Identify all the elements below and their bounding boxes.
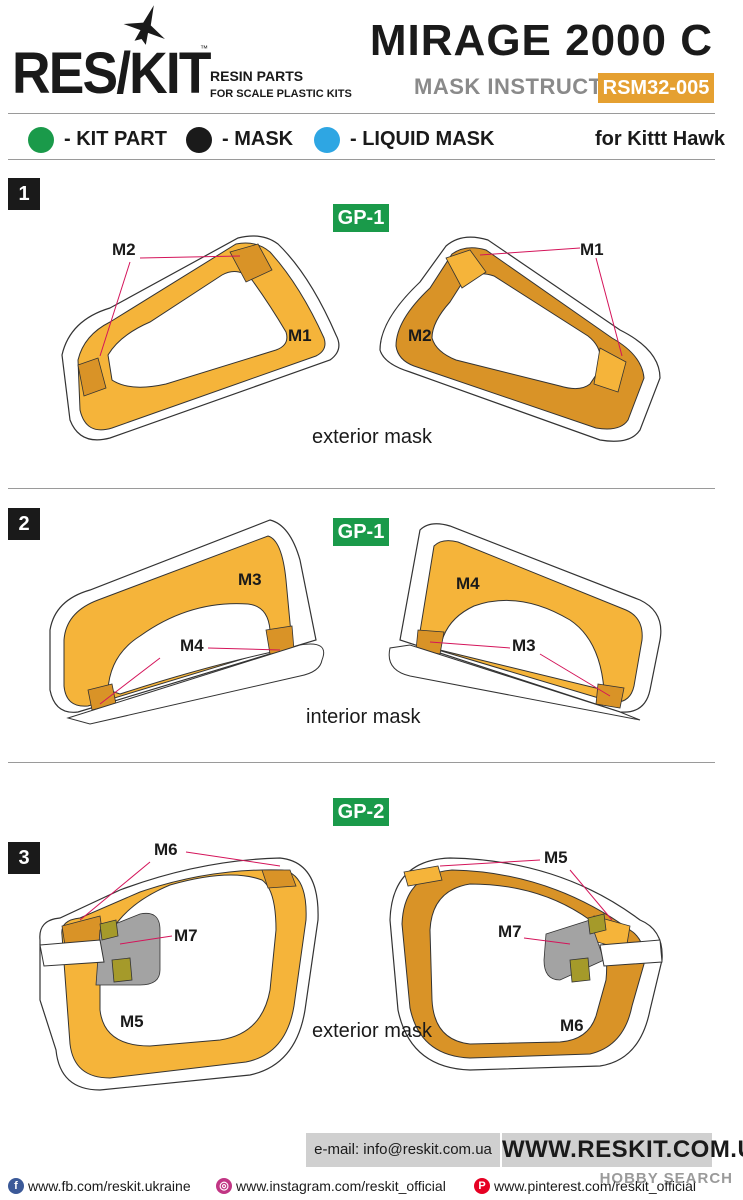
step-3-left-label-m6: M6 <box>154 840 178 859</box>
kit-manufacturer: for Kittt Hawk <box>595 128 725 150</box>
mask-legend-dot <box>186 127 212 153</box>
tagline-resin-parts: RESIN PARTS <box>210 68 304 84</box>
trademark-mark: ™ <box>200 44 208 53</box>
step-1-left-label-m1: M1 <box>288 326 312 345</box>
step-1-left-label-m2: M2 <box>112 240 136 259</box>
step-2-caption: interior mask <box>306 706 421 728</box>
step-2-left-label-m3: M3 <box>238 570 262 589</box>
step-2-left-label-m4: M4 <box>180 636 204 655</box>
pinterest-icon: P <box>474 1178 490 1194</box>
reskit-logo: RES/KIT ™ <box>12 5 211 108</box>
facebook-icon: f <box>8 1178 24 1194</box>
step1-left-canopy <box>61 235 340 441</box>
footer-instagram-link[interactable]: www.instagram.com/reskit_official <box>236 1178 446 1194</box>
divider-step-2 <box>8 762 715 763</box>
legend-mask: - MASK <box>222 128 294 150</box>
footer-pinterest-link[interactable]: www.pinterest.com/reskit_official <box>494 1178 697 1194</box>
watermark: HOBBY SEARCH <box>599 1170 733 1187</box>
step-3-right-label-m5: M5 <box>544 848 568 867</box>
legend-liquid-mask: - LIQUID MASK <box>350 128 495 150</box>
page-title: MIRAGE 2000 C <box>369 16 713 65</box>
liquid-mask-legend-dot <box>314 127 340 153</box>
jet-silhouette-icon <box>123 5 165 45</box>
step-3-part-badge: GP-2 <box>333 798 389 826</box>
legend-kit-part: - KIT PART <box>64 128 167 150</box>
step-2-part-badge: GP-1 <box>333 518 389 546</box>
step2-right-canopy <box>388 523 662 721</box>
step-1-right-label-m1: M1 <box>580 240 604 259</box>
step-1-number: 1 <box>8 178 40 210</box>
step-2-right-label-m3: M3 <box>512 636 536 655</box>
step-2-number: 2 <box>8 508 40 540</box>
footer-facebook-link[interactable]: www.fb.com/reskit.ukraine <box>28 1178 191 1194</box>
tagline-scale-kits: FOR SCALE PLASTIC KITS <box>210 88 352 100</box>
kit-part-legend-dot <box>28 127 54 153</box>
step-2-right-label-m4: M4 <box>456 574 480 593</box>
step-3-caption: exterior mask <box>312 1020 433 1042</box>
step1-right-canopy <box>379 236 661 442</box>
logo-text: RES/KIT <box>12 41 211 106</box>
footer-website[interactable]: WWW.RESKIT.COM.UA <box>502 1133 743 1167</box>
step-3-right-label-m7: M7 <box>498 922 522 941</box>
step-3-number: 3 <box>8 842 40 874</box>
product-code-badge: RSM32-005 <box>598 73 714 103</box>
step-3-left-label-m7: M7 <box>174 926 198 945</box>
divider-header <box>8 113 715 114</box>
step-1-part-badge: GP-1 <box>333 204 389 232</box>
step-1-caption: exterior mask <box>312 426 433 448</box>
footer-email[interactable]: e-mail: info@reskit.com.ua <box>306 1133 500 1167</box>
instagram-icon: ◎ <box>216 1178 232 1194</box>
divider-legend <box>8 159 715 160</box>
step-1-right-label-m2: M2 <box>408 326 432 345</box>
step-3-left-label-m5: M5 <box>120 1012 144 1031</box>
step3-left-canopy <box>39 857 319 1091</box>
step-3-right-label-m6: M6 <box>560 1016 584 1035</box>
step3-right-canopy <box>389 857 663 1071</box>
divider-step-1 <box>8 488 715 489</box>
step2-left-canopy <box>49 519 325 725</box>
